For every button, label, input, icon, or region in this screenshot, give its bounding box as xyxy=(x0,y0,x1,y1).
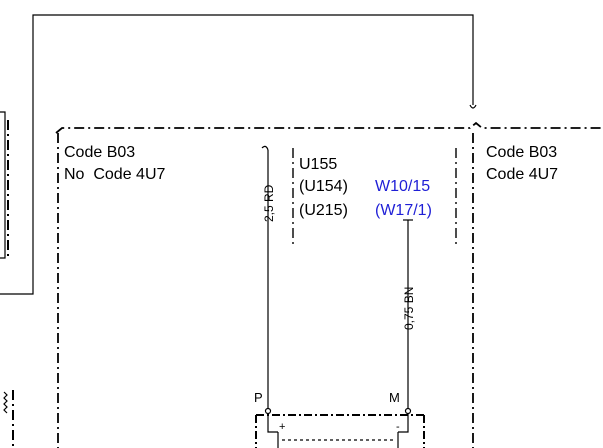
wire-label-left: 2,5 RD xyxy=(262,184,276,222)
polarity-minus: - xyxy=(396,421,400,433)
component-inner-right xyxy=(398,414,409,433)
left-component-box xyxy=(0,111,6,259)
pin-label-p: P xyxy=(254,390,263,405)
wire-break-mark xyxy=(469,104,477,109)
pin-p-dot xyxy=(264,407,272,415)
module-u154: (U154) xyxy=(299,178,348,195)
wire-label-right: 0,75 BN xyxy=(402,286,416,330)
pin-label-m: M xyxy=(389,390,400,405)
wire-p-hook xyxy=(261,145,269,151)
ref-w10-15[interactable]: W10/15 xyxy=(375,178,431,195)
routed-wire xyxy=(0,14,474,295)
right-zone-code: Code B03 xyxy=(486,144,558,161)
left-zone-code-exclusion: No Code 4U7 xyxy=(64,166,166,183)
polarity-plus: + xyxy=(279,421,286,433)
module-u155: U155 xyxy=(299,156,338,173)
module-u215: (U215) xyxy=(299,202,348,219)
ref-w17-1[interactable]: (W17/1) xyxy=(375,202,432,219)
right-zone-code-option: Code 4U7 xyxy=(486,166,559,183)
left-zone-code: Code B03 xyxy=(64,144,136,161)
zone-boundary-top xyxy=(55,121,603,134)
resistor-symbol xyxy=(3,391,8,414)
component-inner-left xyxy=(267,414,278,433)
pin-m-dot xyxy=(404,407,412,415)
